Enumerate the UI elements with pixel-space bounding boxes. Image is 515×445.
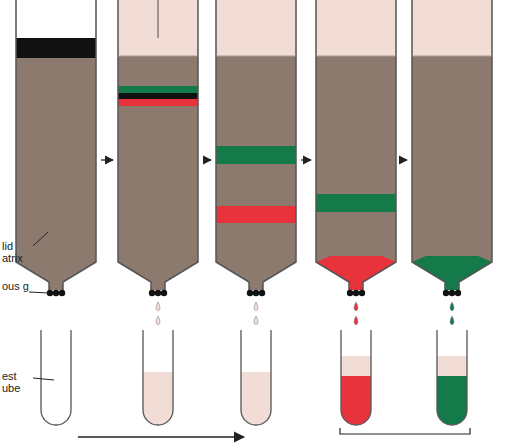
porous-plug (443, 290, 449, 296)
leader-line (33, 232, 48, 246)
porous-plug (149, 290, 155, 296)
tube-liquid (341, 356, 371, 425)
sample-band (118, 86, 198, 93)
column-wall (363, 0, 396, 290)
column (412, 0, 492, 425)
column-wall (459, 0, 492, 290)
sample-band (118, 99, 198, 106)
column-wall (63, 0, 96, 290)
eluting-band (412, 256, 492, 290)
test-tube (437, 330, 467, 425)
tube-liquid (437, 356, 467, 425)
column-wall (412, 0, 445, 290)
column (216, 0, 296, 425)
column-wall (263, 0, 296, 290)
porous-plug (53, 290, 59, 296)
solid-matrix (118, 56, 198, 290)
sample-band (316, 194, 396, 212)
porous-plug (353, 290, 359, 296)
sample-band (216, 146, 296, 164)
part-label: est ube (2, 370, 36, 394)
test-tube (241, 330, 271, 425)
solid-matrix (16, 38, 96, 290)
time-arrow (78, 436, 244, 438)
column (118, 0, 198, 425)
leader-line (29, 292, 49, 293)
solvent-surface (412, 56, 492, 57)
eluting-band (316, 256, 396, 290)
sample-band (118, 93, 198, 99)
solvent-layer (316, 0, 396, 56)
leader-line (33, 378, 54, 380)
porous-plug (253, 290, 259, 296)
column-wall (216, 0, 249, 290)
test-tube (341, 330, 371, 425)
column-wall (165, 0, 198, 290)
column-wall (316, 0, 349, 290)
solvent-layer (216, 0, 296, 56)
porous-plug (449, 290, 455, 296)
porous-plug (59, 290, 65, 296)
solvent-layer (412, 0, 492, 56)
drop (354, 316, 358, 325)
solvent-surface (216, 56, 296, 57)
test-tube (143, 330, 173, 425)
drop (450, 316, 454, 325)
solid-matrix (412, 56, 492, 290)
drop (156, 302, 160, 311)
porous-plug (247, 290, 253, 296)
porous-plug (455, 290, 461, 296)
porous-plug (347, 290, 353, 296)
test-tube (41, 330, 71, 425)
plunger-rod (157, 0, 158, 38)
tube-liquid (143, 372, 173, 425)
solid-matrix (316, 56, 396, 290)
step-arrow (401, 159, 407, 160)
column-wall (16, 0, 49, 290)
column (316, 0, 396, 425)
bracket (340, 428, 470, 434)
porous-plug (161, 290, 167, 296)
solid-matrix (216, 56, 296, 290)
drop (254, 316, 258, 325)
column (16, 0, 96, 425)
sample-band (216, 206, 296, 223)
porous-plug (155, 290, 161, 296)
tube-liquid (241, 372, 271, 425)
step-arrow (301, 159, 311, 160)
drop (354, 302, 358, 311)
tube-fraction (437, 376, 467, 425)
step-arrow (203, 159, 211, 160)
solvent-surface (316, 56, 396, 57)
sample-band (16, 38, 96, 58)
column-wall (118, 0, 151, 290)
drop (156, 316, 160, 325)
drop (254, 302, 258, 311)
solvent-layer (118, 0, 198, 56)
porous-plug (259, 290, 265, 296)
porous-plug (359, 290, 365, 296)
part-label: lid atrix (2, 240, 36, 264)
step-arrow (101, 159, 113, 160)
solvent-surface (118, 56, 198, 57)
tube-fraction (341, 376, 371, 425)
drop (450, 302, 454, 311)
part-label: ous g (2, 280, 36, 292)
